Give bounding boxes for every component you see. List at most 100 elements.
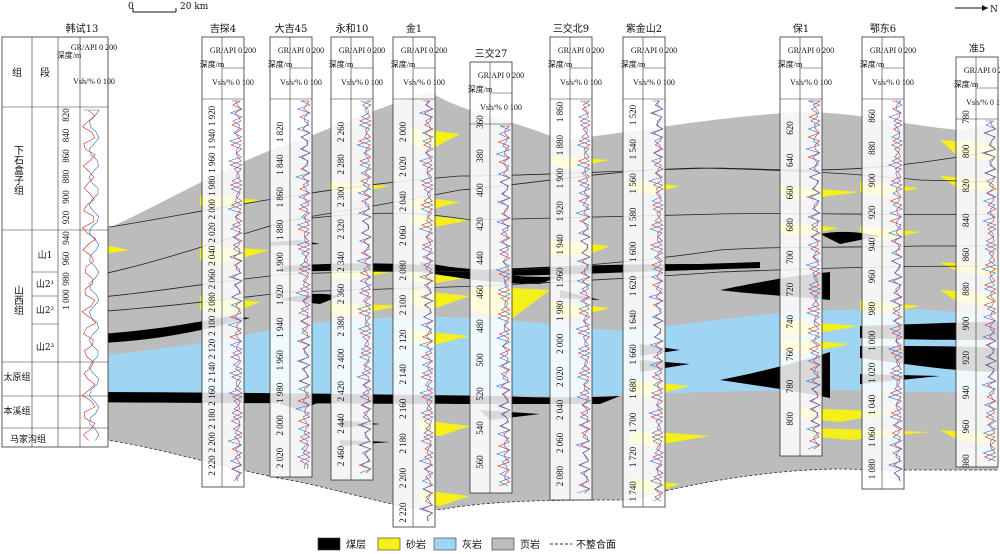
depth-tick: 1 980 — [207, 175, 217, 196]
depth-tick: 2 020 — [398, 156, 408, 177]
depth-tick: 2 180 — [398, 433, 408, 454]
legend-limestone-swatch — [433, 537, 457, 551]
depth-tick: 920 — [961, 351, 971, 365]
well-depth-header: 深度/m — [860, 59, 885, 69]
col-vsh-header: Vsh/% 0 100 — [73, 77, 115, 86]
depth-tick: 940 — [61, 231, 71, 245]
vsh-log-curve — [356, 100, 372, 474]
gr-log-curve — [81, 109, 97, 441]
depth-tick: 2 120 — [398, 329, 408, 350]
scale-zero: 0 — [128, 2, 134, 12]
depth-tick: 2 400 — [336, 348, 346, 369]
well-depth-header: 深度/m — [200, 59, 225, 69]
depth-tick: 1 740 — [628, 481, 638, 502]
depth-tick: 2 080 — [398, 260, 408, 281]
well-vsh-header: Vsh/% 0 100 — [966, 98, 1000, 107]
legend-shale-swatch — [491, 537, 515, 551]
legend-coal-swatch — [317, 537, 341, 551]
depth-tick: 1 960 — [275, 350, 285, 371]
depth-tick: 980 — [961, 454, 971, 468]
well-vsh-header: Vsh/% 0 100 — [480, 103, 522, 112]
depth-tick: 520 — [475, 387, 485, 401]
depth-tick: 1 980 — [555, 300, 565, 321]
well-vsh-header: Vsh/% 0 100 — [403, 78, 445, 87]
depth-tick: 800 — [961, 144, 971, 158]
depth-tick: 1 860 — [555, 101, 565, 122]
well-gr-header: GR/API 0 200 — [210, 46, 256, 55]
legend-sandstone-swatch — [377, 537, 401, 551]
depth-tick: 820 — [61, 108, 71, 122]
depth-tick: 2 200 — [207, 432, 217, 453]
depth-tick: 860 — [961, 247, 971, 261]
depth-tick: 1 620 — [628, 275, 638, 296]
depth-tick: 780 — [961, 110, 971, 124]
depth-tick: 1 900 — [555, 168, 565, 189]
vsh-log-curve — [575, 100, 591, 494]
depth-tick: 380 — [475, 149, 485, 163]
well-depth-header: 深度/m — [329, 59, 354, 69]
well-name: 大吉45 — [275, 22, 308, 35]
depth-tick: 920 — [61, 210, 71, 224]
depth-tick: 2 220 — [398, 502, 408, 523]
depth-tick: 2 140 — [398, 364, 408, 385]
depth-tick: 1 000 — [867, 330, 877, 351]
depth-tick: 2 040 — [207, 245, 217, 266]
depth-tick: 2 140 — [207, 362, 217, 383]
gr-log-curve — [650, 100, 664, 502]
well-name: 金1 — [406, 22, 422, 35]
depth-tick: 740 — [785, 315, 795, 329]
depth-tick: 720 — [785, 282, 795, 296]
well-gr-header: GR/API 0 200 — [478, 71, 524, 80]
depth-tick: 2 300 — [336, 186, 346, 207]
col-gr-header: GR/API 0 200 — [71, 43, 117, 52]
depth-tick: 960 — [61, 251, 71, 265]
vsh-log-curve — [495, 125, 511, 487]
well-gr-header: GR/API 0 200 — [964, 66, 1000, 75]
legend-shale-label: 页岩 — [520, 538, 540, 551]
well-gr-header: GR/API 0 200 — [631, 46, 677, 55]
group-majiagou: 马家沟组 — [10, 433, 46, 445]
depth-tick: 2 000 — [398, 121, 408, 142]
depth-tick: 2 000 — [275, 415, 285, 436]
depth-tick: 800 — [785, 411, 795, 425]
legend-coal-label: 煤层 — [346, 538, 366, 551]
well-gr-header: GR/API 0 200 — [278, 46, 324, 55]
depth-tick: 1 520 — [628, 104, 638, 125]
depth-tick: 2 100 — [207, 315, 217, 336]
group-shanxi: 山西组 — [12, 285, 24, 315]
depth-tick: 1 840 — [275, 154, 285, 175]
depth-tick: 860 — [61, 149, 71, 163]
depth-tick: 2 420 — [336, 381, 346, 402]
depth-tick: 880 — [961, 282, 971, 296]
vsh-log-curve — [418, 100, 434, 522]
well-vsh-header: Vsh/% 0 100 — [560, 78, 602, 87]
depth-tick: 780 — [785, 379, 795, 393]
depth-tick: 2 060 — [555, 432, 565, 453]
depth-tick: 680 — [785, 218, 795, 232]
well-name: 保1 — [793, 22, 809, 35]
depth-tick: 2 020 — [207, 222, 217, 243]
depth-tick: 1 640 — [628, 310, 638, 331]
gr-log-curve — [889, 100, 903, 482]
well-depth-header: 深度/m — [468, 84, 493, 94]
depth-tick: 860 — [867, 109, 877, 123]
north-label: N — [990, 5, 998, 15]
depth-tick: 560 — [475, 455, 485, 469]
depth-tick: 360 — [475, 115, 485, 129]
depth-tick: 460 — [475, 285, 485, 299]
depth-tick: 1 600 — [628, 241, 638, 262]
depth-tick: 1 960 — [207, 152, 217, 173]
well-depth-header: 深度/m — [548, 59, 573, 69]
depth-tick: 660 — [785, 185, 795, 199]
depth-tick: 1 660 — [628, 344, 638, 365]
depth-tick: 1 560 — [628, 173, 638, 194]
depth-tick: 1 920 — [207, 105, 217, 126]
